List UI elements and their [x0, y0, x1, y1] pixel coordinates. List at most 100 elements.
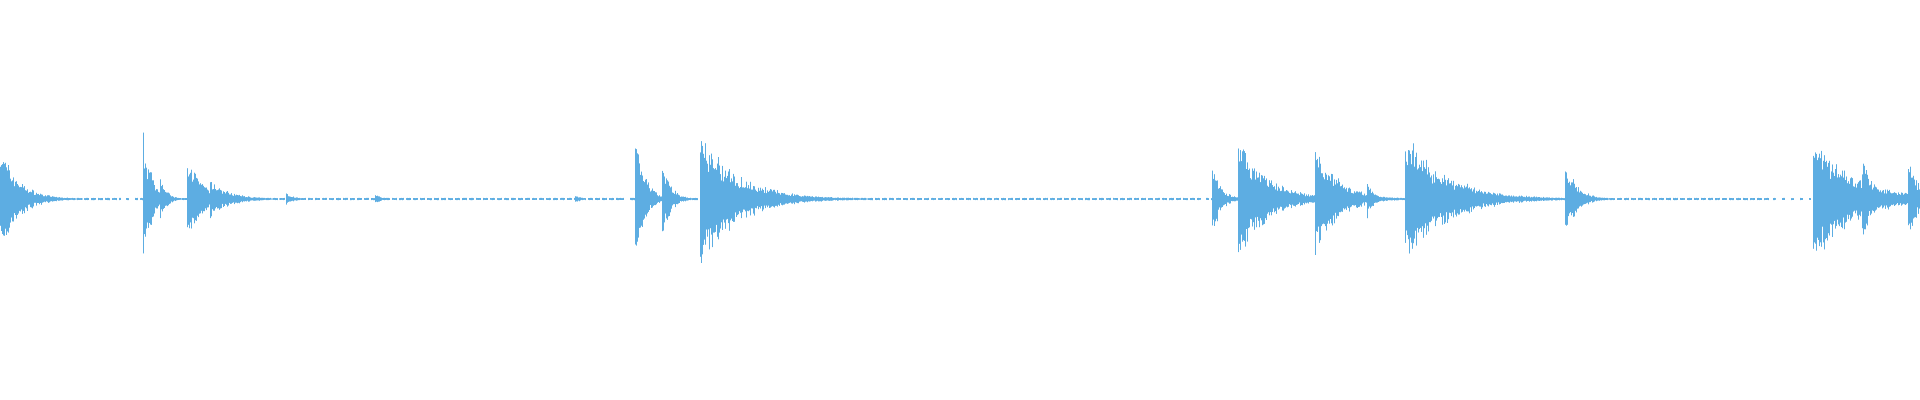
- waveform-sample-bar: [372, 198, 373, 200]
- waveform-sample-bar: [126, 198, 127, 200]
- waveform-sample-bar: [1177, 198, 1178, 201]
- waveform-sample-bar: [175, 197, 176, 201]
- waveform-sample-bar: [360, 198, 361, 200]
- waveform-sample-bar: [1801, 198, 1802, 200]
- waveform-sample-bar: [1492, 194, 1493, 204]
- waveform-sample-bar: [1520, 196, 1521, 202]
- waveform-sample-bar: [1422, 171, 1423, 227]
- waveform-sample-bar: [1860, 180, 1861, 217]
- waveform-sample-bar: [952, 198, 953, 200]
- waveform-sample-bar: [1150, 198, 1151, 200]
- waveform-sample-bar: [148, 169, 149, 228]
- waveform-sample-bar: [352, 198, 353, 200]
- waveform-sample-bar: [1913, 175, 1914, 219]
- waveform-sample-bar: [350, 198, 351, 201]
- waveform-sample-bar: [1899, 194, 1900, 205]
- waveform-sample-bar: [1602, 197, 1603, 201]
- waveform-sample-bar: [1605, 198, 1606, 200]
- waveform-sample-bar: [1557, 197, 1558, 201]
- waveform-sample-bar: [1333, 185, 1334, 216]
- waveform-sample-bar: [1198, 197, 1199, 201]
- waveform-sample-bar: [602, 197, 603, 200]
- waveform-sample-bar: [181, 198, 182, 200]
- waveform-sample-bar: [983, 197, 984, 200]
- waveform-sample-bar: [988, 197, 989, 200]
- waveform-sample-bar: [1842, 170, 1843, 229]
- waveform-sample-bar: [500, 198, 501, 200]
- waveform-sample-bar: [729, 169, 730, 231]
- waveform-sample-bar: [1319, 156, 1320, 243]
- waveform-sample-bar: [2, 164, 3, 234]
- waveform-sample-bar: [280, 198, 281, 200]
- waveform-sample-bar: [738, 186, 739, 215]
- waveform-sample-bar: [1503, 195, 1504, 203]
- waveform-sample-bar: [166, 192, 167, 206]
- waveform-sample-bar: [751, 189, 752, 209]
- waveform-sample-bar: [733, 173, 734, 222]
- waveform-sample-bar: [1321, 173, 1322, 227]
- waveform-sample-bar: [367, 197, 368, 200]
- waveform-sample-bar: [1117, 198, 1118, 201]
- waveform-sample-bar: [13, 177, 14, 222]
- waveform-sample-bar: [1819, 153, 1820, 247]
- waveform-sample-bar: [1309, 196, 1310, 202]
- waveform-sample-bar: [365, 198, 366, 200]
- waveform-sample-bar: [775, 191, 776, 206]
- waveform-sample-bar: [15, 181, 16, 215]
- waveform-sample-bar: [1904, 193, 1905, 205]
- waveform-sample-bar: [1542, 197, 1543, 201]
- waveform-sample-bar: [1283, 187, 1284, 211]
- waveform-sample-bar: [1850, 178, 1851, 221]
- waveform-sample-bar: [1409, 150, 1410, 254]
- waveform-sample-bar: [312, 198, 313, 200]
- waveform-sample-bar: [1115, 198, 1116, 200]
- waveform-sample-bar: [749, 188, 750, 211]
- waveform-sample-bar: [853, 198, 854, 200]
- waveform-sample-bar: [740, 187, 741, 213]
- waveform-sample-bar: [471, 197, 472, 201]
- waveform-sample-bar: [1539, 197, 1540, 201]
- waveform-sample-bar: [1066, 198, 1067, 200]
- waveform-sample-bar: [212, 189, 213, 210]
- waveform-sample-bar: [1078, 198, 1079, 200]
- waveform-sample-bar: [63, 198, 64, 201]
- waveform-sample-bar: [6, 167, 7, 235]
- waveform-sample-bar: [501, 197, 502, 200]
- waveform-sample-bar: [1444, 174, 1445, 224]
- waveform-sample-bar: [1269, 180, 1270, 216]
- waveform-sample-bar: [680, 196, 681, 201]
- waveform-sample-bar: [1395, 198, 1396, 201]
- waveform-sample-bar: [1390, 197, 1391, 201]
- waveform-sample-bar: [230, 194, 231, 204]
- waveform-sample-bar: [1639, 197, 1640, 200]
- waveform-sample-bar: [150, 172, 151, 225]
- waveform-sample-bar: [1149, 198, 1150, 200]
- waveform-sample-bar: [938, 198, 939, 200]
- waveform-sample-bar: [703, 153, 704, 245]
- waveform-sample-bar: [520, 198, 521, 201]
- waveform-sample-bar: [1917, 190, 1918, 208]
- waveform-sample-bar: [823, 197, 824, 201]
- waveform-sample-bar: [1566, 172, 1567, 226]
- waveform-sample-bar: [281, 198, 282, 200]
- waveform-sample-bar: [1225, 195, 1226, 204]
- waveform-sample-bar: [1617, 198, 1618, 200]
- waveform-sample-bar: [1348, 188, 1349, 208]
- waveform-sample-bar: [257, 197, 258, 201]
- waveform-sample-bar: [862, 197, 863, 200]
- waveform-sample-bar: [1645, 197, 1646, 200]
- waveform-sample-bar: [1598, 197, 1599, 201]
- waveform-sample-bar: [336, 198, 337, 200]
- waveform-sample-bar: [1324, 179, 1325, 225]
- waveform-sample-bar: [389, 198, 390, 200]
- waveform-sample-bar: [1157, 198, 1158, 201]
- waveform-sample-bar: [64, 197, 65, 200]
- waveform-sample-bar: [1733, 198, 1734, 201]
- waveform-sample-bar: [1237, 197, 1238, 201]
- waveform-sample-bar: [373, 198, 374, 201]
- waveform-sample-bar: [900, 198, 901, 200]
- waveform-sample-bar: [1381, 197, 1382, 201]
- waveform-sample-bar: [284, 197, 285, 200]
- waveform-sample-bar: [343, 197, 344, 200]
- waveform-sample-bar: [805, 195, 806, 202]
